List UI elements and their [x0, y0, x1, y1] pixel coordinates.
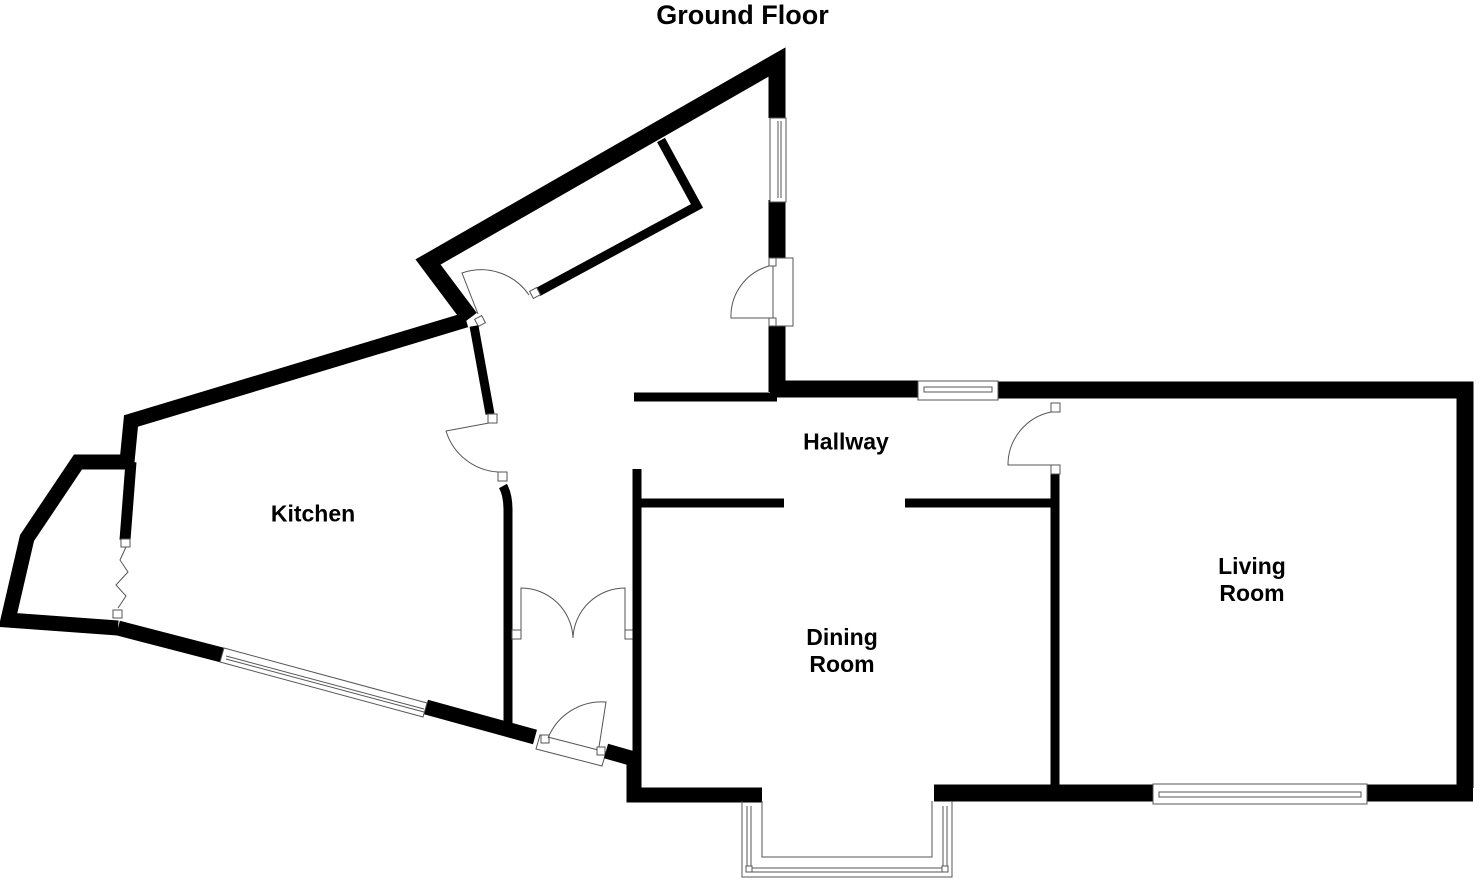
dining-label-line2: Room: [809, 651, 875, 677]
cupboard-door: [461, 269, 542, 328]
extension-door: [730, 257, 794, 327]
room-label-dining-room: Dining Room: [806, 624, 878, 678]
main-walls: [603, 380, 1474, 803]
kitchen-door: [445, 413, 508, 482]
room-label-kitchen: Kitchen: [270, 500, 356, 527]
dining-bay-window: [741, 801, 953, 878]
kitchen-walls: [0, 312, 537, 745]
living-label-line1: Living: [1218, 553, 1286, 579]
room-label-hallway: Hallway: [803, 428, 889, 455]
rear-extension-walls: [415, 47, 786, 392]
living-room-window: [1152, 783, 1368, 805]
porch-double-doors: [511, 587, 635, 640]
extension-window: [769, 117, 787, 203]
hallway-window: [917, 380, 999, 401]
bifold-door: [112, 538, 131, 619]
kitchen-window: [219, 647, 428, 718]
floor-title: Ground Floor: [656, 0, 829, 30]
living-room-door: [1007, 402, 1061, 475]
living-label-line2: Room: [1219, 580, 1285, 606]
dining-label-line1: Dining: [806, 624, 878, 650]
front-door: [535, 701, 607, 767]
room-label-living-room: Living Room: [1218, 553, 1286, 607]
